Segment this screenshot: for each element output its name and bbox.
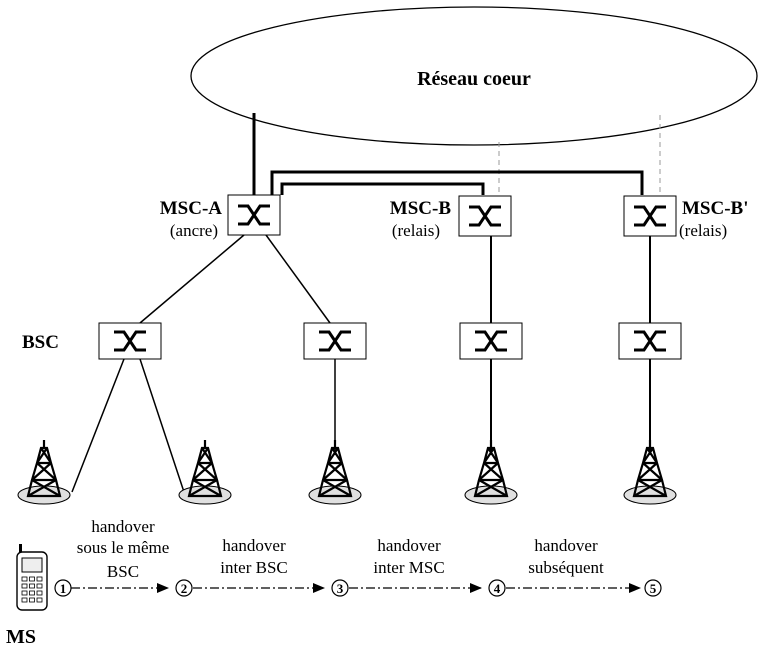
msc-b-role: (relais) (392, 221, 440, 240)
core-network-label: Réseau coeur (417, 68, 531, 90)
position-marker-4: 4 (488, 579, 506, 597)
bsc-label: BSC (22, 332, 59, 353)
msc-b2-switch (623, 195, 677, 237)
bts-tower-2 (177, 438, 233, 506)
svg-text:handover: handover (91, 517, 155, 536)
position-marker-3: 3 (331, 579, 349, 597)
bsc-3-switch (459, 322, 523, 360)
svg-text:1: 1 (60, 581, 67, 596)
bsc1-bts1-link (71, 358, 125, 493)
position-marker-1: 1 (54, 579, 72, 597)
svg-text:5: 5 (650, 581, 657, 596)
position-marker-2: 2 (175, 579, 193, 597)
msc-a-bsc1-link (139, 234, 245, 324)
bsc-1-switch (98, 322, 162, 360)
position-marker-5: 5 (644, 579, 662, 597)
core-network-ellipse (190, 6, 758, 146)
msc-b-switch (458, 195, 512, 237)
svg-text:2: 2 (181, 581, 188, 596)
msc-a-bsc2-link (265, 234, 331, 324)
svg-text:inter MSC: inter MSC (373, 558, 444, 577)
handover-label-2: handover inter BSC (220, 536, 288, 577)
msc-b2-name: MSC-B' (682, 198, 749, 219)
bsc-2-switch (303, 322, 367, 360)
mobile-phone-icon (16, 544, 48, 611)
handover-label-1: handover sous le même BSC (77, 517, 170, 581)
msc-a-switch (227, 194, 281, 236)
svg-text:handover: handover (377, 536, 441, 555)
msc-a-name: MSC-A (160, 198, 223, 219)
msc-a-role: (ancre) (170, 221, 218, 240)
msc-a-to-b-trunk (280, 182, 485, 195)
bsc-4-switch (618, 322, 682, 360)
bsc1-bts2-link (139, 358, 185, 493)
svg-text:handover: handover (534, 536, 598, 555)
msc-b-name: MSC-B (390, 198, 452, 219)
msc-a-to-b2-trunk (270, 170, 644, 195)
svg-text:BSC: BSC (107, 562, 139, 581)
svg-text:sous le même: sous le même (77, 538, 170, 557)
handover-label-3: handover inter MSC (373, 536, 444, 577)
svg-text:3: 3 (337, 581, 344, 596)
svg-text:subséquent: subséquent (528, 558, 604, 577)
bts-tower-1 (16, 438, 72, 506)
ms-label: MS (6, 626, 36, 648)
svg-text:handover: handover (222, 536, 286, 555)
svg-text:4: 4 (494, 581, 501, 596)
svg-text:inter BSC: inter BSC (220, 558, 288, 577)
msc-b2-role: (relais) (679, 221, 727, 240)
handover-label-4: handover subséquent (528, 536, 604, 577)
